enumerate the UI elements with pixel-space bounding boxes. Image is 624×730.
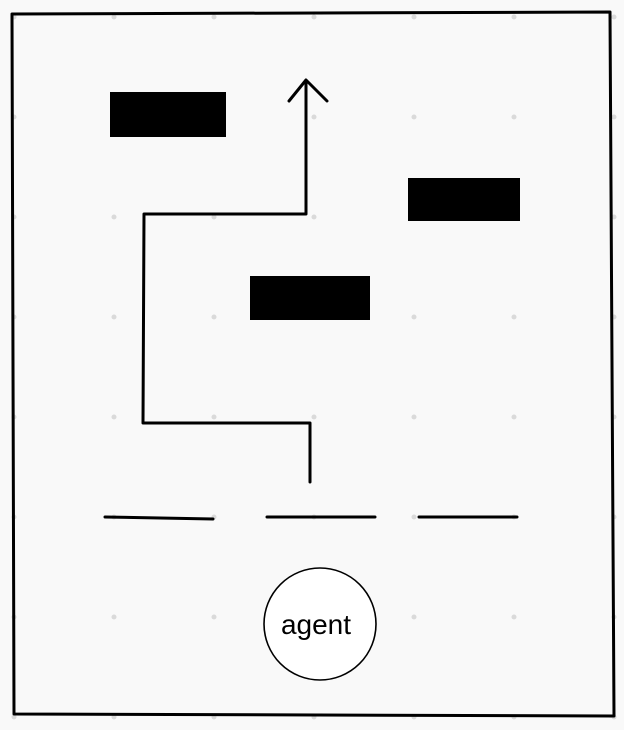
- obstacle-top-left: [110, 92, 226, 137]
- grid-dot: [511, 14, 517, 20]
- grid-dot: [211, 214, 217, 220]
- grid-dot: [411, 614, 417, 620]
- grid-dot: [211, 314, 217, 320]
- grid-dot: [111, 614, 117, 620]
- grid-dot: [511, 414, 517, 420]
- grid-dot: [411, 414, 417, 420]
- barrier-segment-left: [103, 515, 215, 521]
- grid-dot: [511, 614, 517, 620]
- grid-dot: [611, 14, 617, 20]
- agent-label: agent: [281, 609, 351, 640]
- grid-dot: [11, 714, 17, 720]
- grid-dot: [211, 14, 217, 20]
- grid-dot: [311, 414, 317, 420]
- grid-dot: [411, 514, 417, 520]
- arrow-up-icon: [287, 78, 329, 103]
- grid-dot: [611, 114, 617, 120]
- grid-dot: [111, 414, 117, 420]
- grid-dot: [211, 414, 217, 420]
- grid-dot: [111, 214, 117, 220]
- grid-dot: [611, 214, 617, 220]
- grid-dot: [311, 214, 317, 220]
- grid-dot: [411, 314, 417, 320]
- agent-circle: [263, 567, 377, 681]
- grid-dot: [511, 114, 517, 120]
- grid-dot: [211, 614, 217, 620]
- grid-dot: [411, 114, 417, 120]
- outer-frame: [10, 10, 616, 718]
- grid-dot: [511, 314, 517, 320]
- obstacle-center: [250, 276, 370, 320]
- grid-dot: [311, 14, 317, 20]
- grid-dot: [111, 14, 117, 20]
- grid-dot: [311, 114, 317, 120]
- obstacle-right: [408, 178, 520, 221]
- grid-dot: [411, 14, 417, 20]
- grid-dot: [111, 314, 117, 320]
- agent-path: [141, 80, 312, 484]
